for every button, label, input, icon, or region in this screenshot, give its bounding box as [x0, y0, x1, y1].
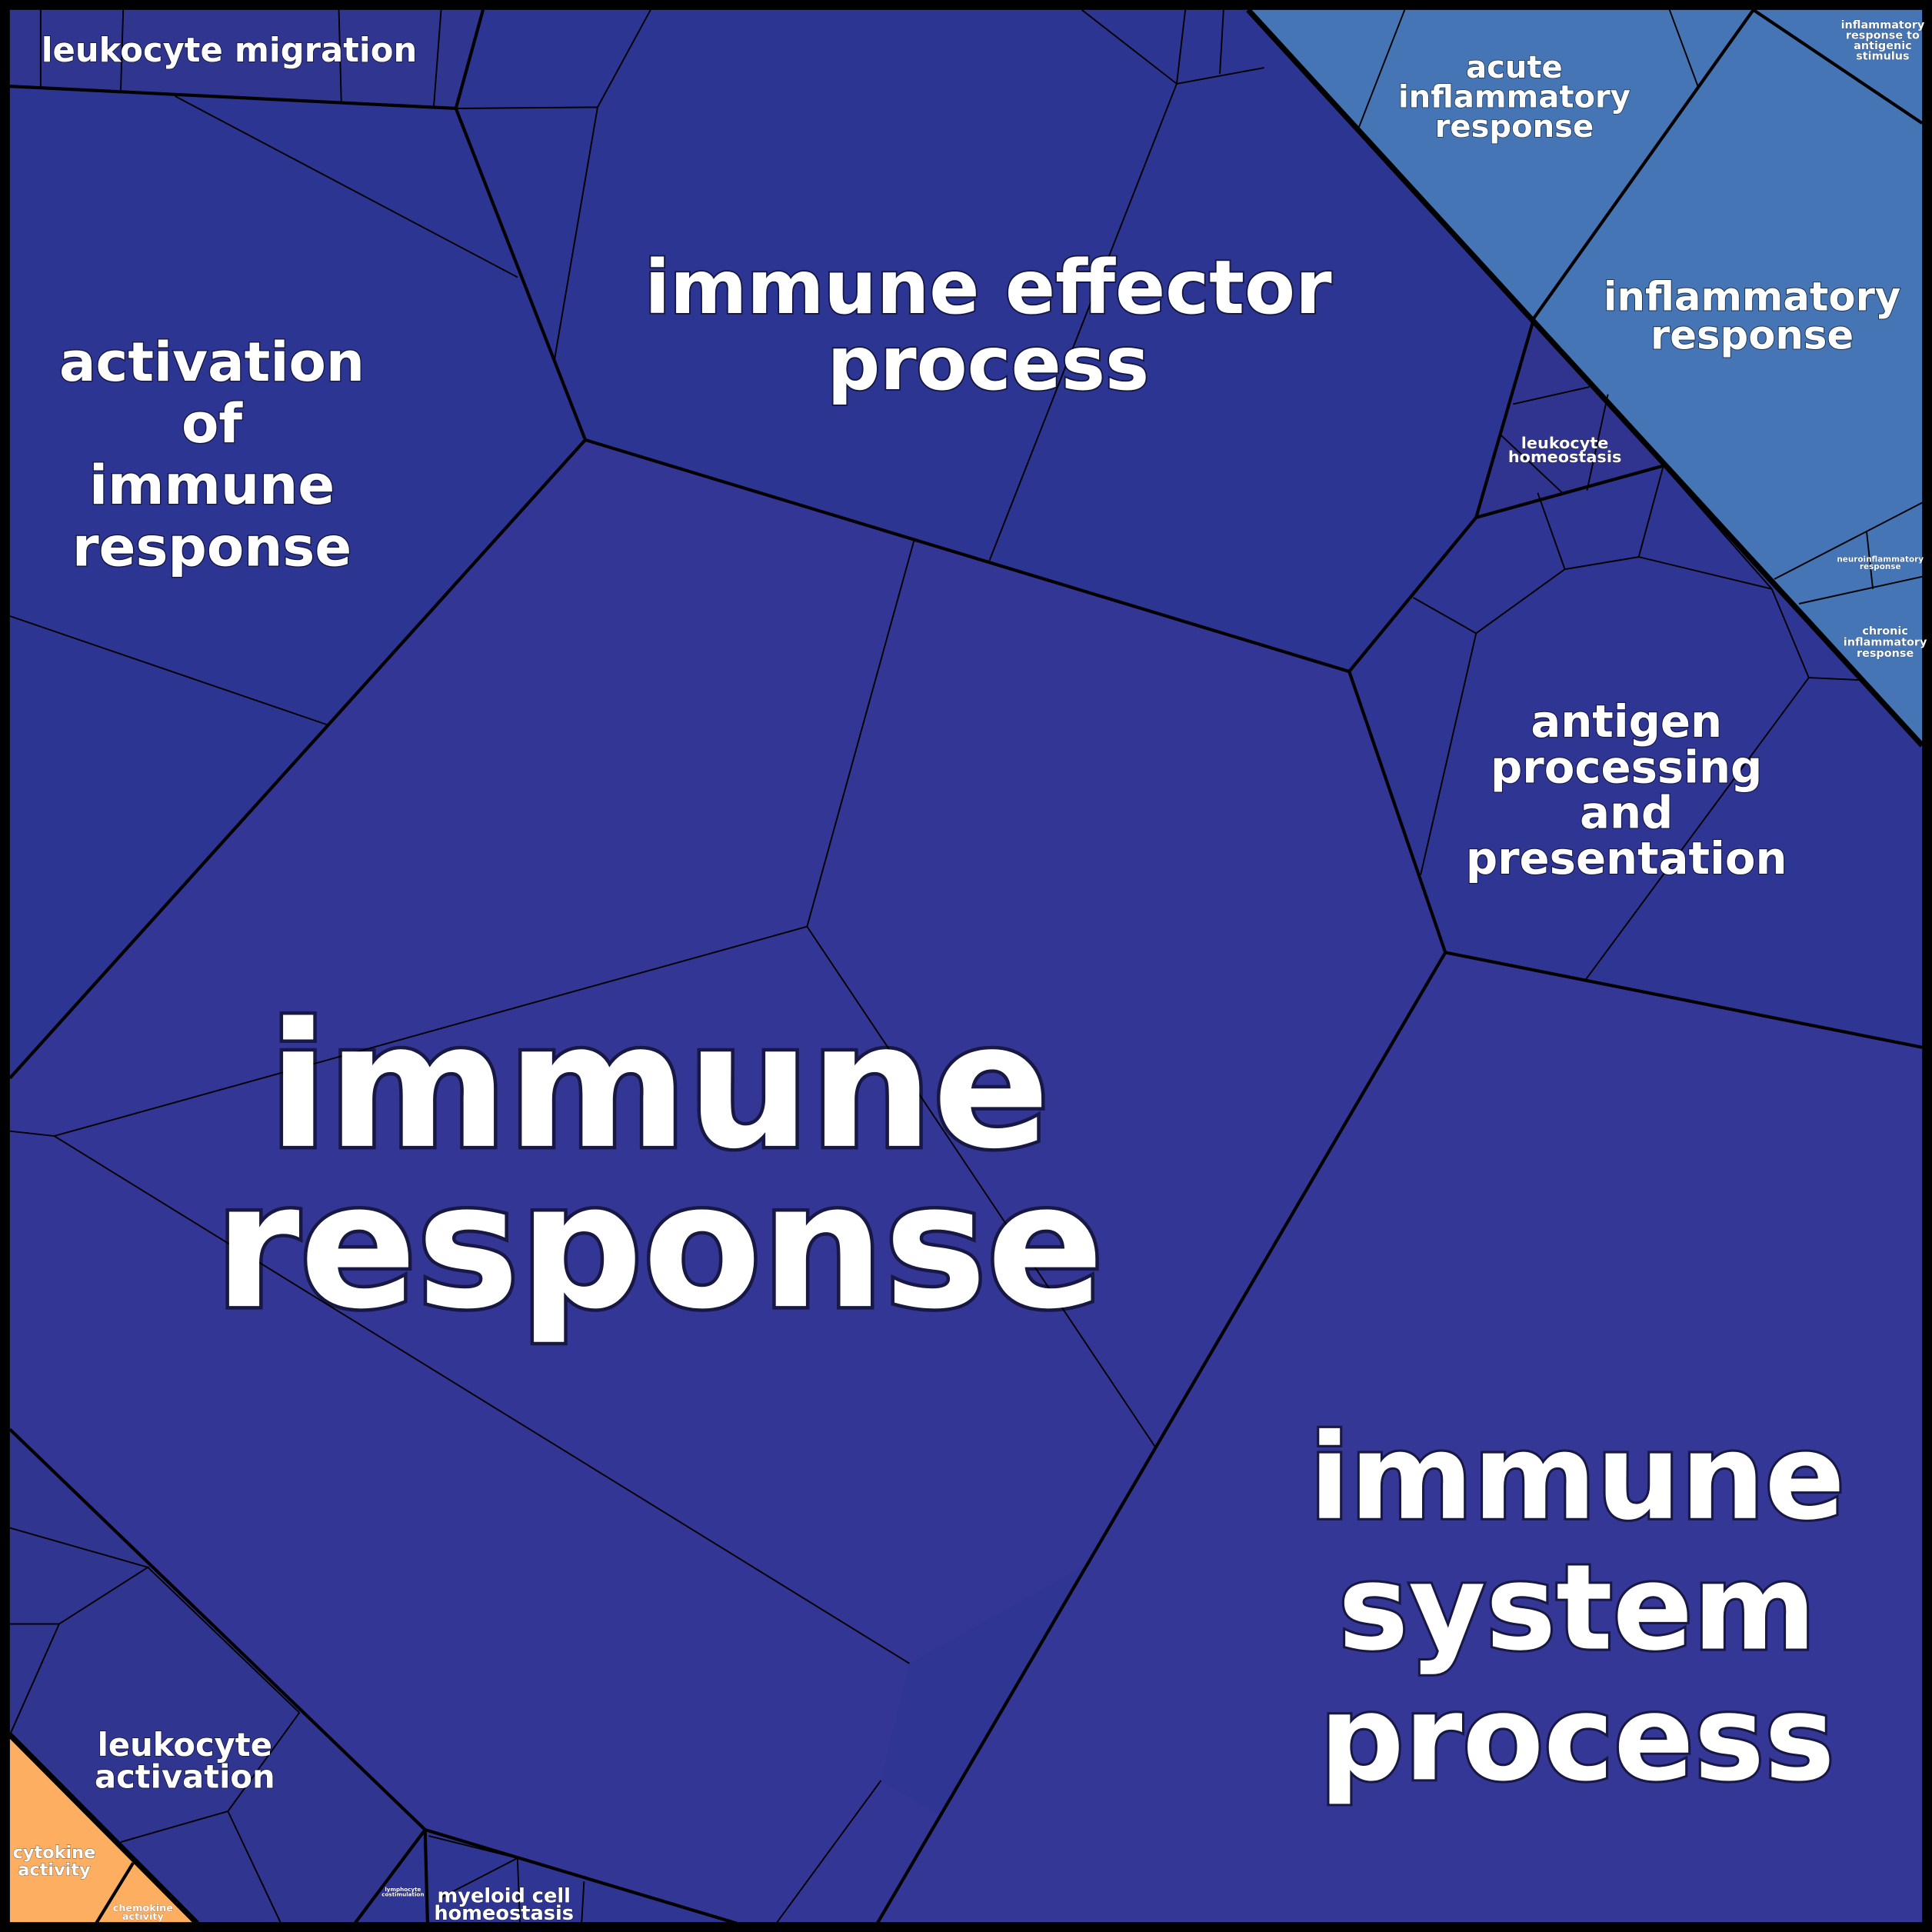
label-line: cytokine	[13, 1843, 96, 1863]
label-line: inflammatory	[1841, 19, 1925, 32]
label-line: immune effector	[645, 245, 1332, 331]
label-line: processing	[1491, 741, 1762, 793]
cell-activation-of-immune-response[interactable]	[9, 86, 585, 1078]
label-line: leukocyte	[98, 1726, 272, 1764]
label-leukocyte-migration: leukocyte migration	[42, 32, 418, 70]
label-line: process	[1320, 1670, 1835, 1807]
cell-immune-system-process[interactable]	[877, 952, 1923, 1924]
label-line: of	[182, 392, 243, 455]
label-line: neuroinflammatory	[1837, 555, 1924, 565]
label-line: immune	[89, 454, 335, 517]
label-line: costimulation	[381, 1891, 424, 1898]
cell-immune-response[interactable]	[9, 439, 1446, 1924]
label-line: response	[1435, 109, 1594, 145]
label-line: lymphocyte	[385, 1886, 421, 1893]
label-line: response	[72, 515, 351, 578]
region-borders	[8, 8, 1924, 1926]
label-line: response to	[1846, 29, 1920, 42]
label-line: inflammatory	[1844, 636, 1927, 648]
label-line: immune	[1309, 1409, 1844, 1547]
label-line: and	[1580, 787, 1673, 839]
label-line: activity	[122, 1911, 165, 1923]
label-line: activation	[95, 1758, 275, 1796]
label-line: system	[1338, 1540, 1816, 1677]
cell-myeloid-cell-homeostasis[interactable]	[355, 1830, 738, 1924]
label-line: antigen	[1531, 695, 1722, 748]
label-line: response	[1860, 562, 1901, 571]
label-line: homeostasis	[1508, 448, 1622, 466]
label-line: chronic	[1862, 625, 1908, 638]
thick-borders	[8, 8, 1924, 1925]
label-line: presentation	[1466, 832, 1787, 884]
label-line: chemokine	[113, 1903, 174, 1914]
cell-antigen-processing-and-presentation[interactable]	[1349, 465, 1923, 1048]
label-line: acute	[1466, 50, 1563, 85]
label-line: response	[1857, 648, 1914, 660]
label-line: myeloid cell	[438, 1885, 571, 1908]
label-line: activation	[59, 331, 365, 394]
cell-leukocyte-homeostasis[interactable]	[1476, 318, 1664, 518]
label-line: inflammatory	[1398, 79, 1631, 115]
label-line: stimulus	[1856, 51, 1909, 63]
cell-leukocyte-migration[interactable]	[9, 9, 483, 108]
label-line: response	[215, 1146, 1104, 1347]
label-line: antigenic	[1854, 40, 1912, 52]
cell-leukocyte-activation[interactable]	[9, 1429, 425, 1924]
thin-borders	[8, 9, 1923, 1924]
label-line: leukocyte	[1521, 434, 1609, 452]
label-line: process	[827, 321, 1149, 407]
cell-immune-effector-process[interactable]	[455, 9, 1534, 672]
label-line: leukocyte migration	[42, 32, 418, 70]
label-line: response	[1651, 312, 1854, 358]
label-line: activity	[18, 1860, 91, 1880]
label-line: homeostasis	[434, 1902, 574, 1925]
label-line: inflammatory	[1604, 275, 1900, 321]
label-line: immune	[268, 986, 1050, 1187]
